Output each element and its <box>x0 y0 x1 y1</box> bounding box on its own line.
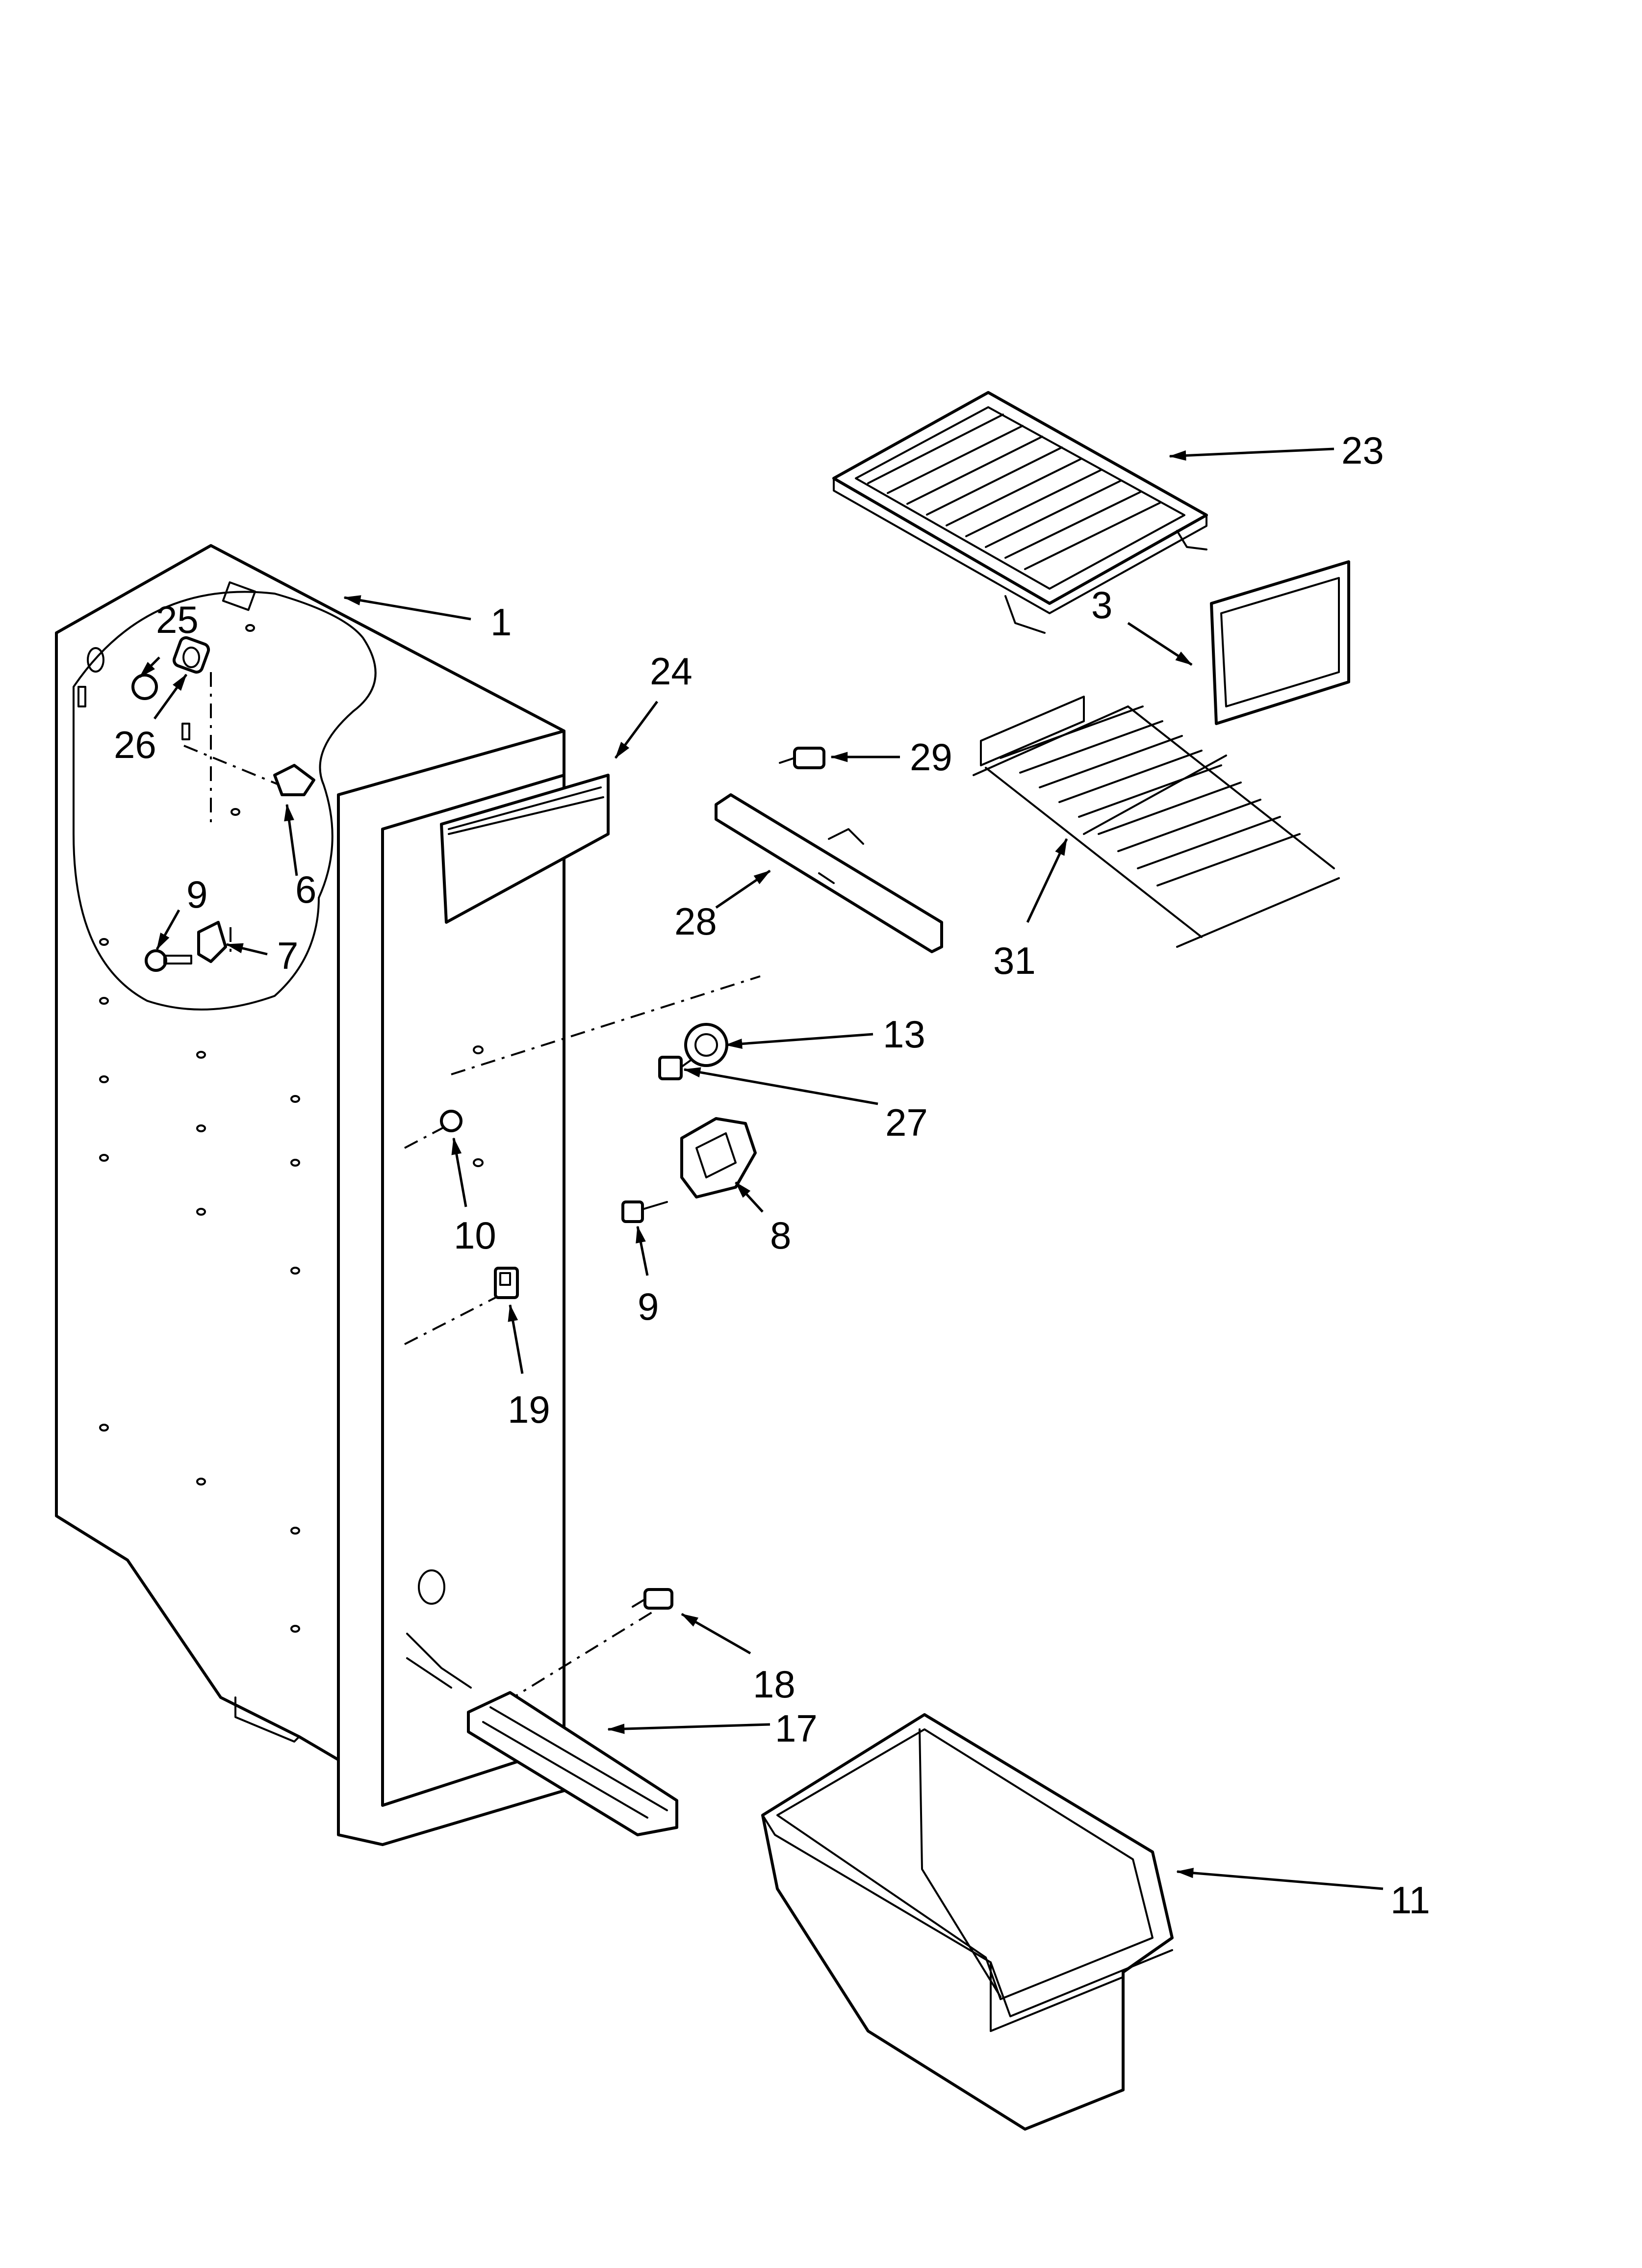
callout-23: 23 <box>1341 429 1384 472</box>
callout-1: 1 <box>490 600 512 644</box>
callout-labels: 1 3 6 7 8 9 9 10 11 13 17 18 19 23 24 25… <box>114 429 1430 1922</box>
callout-31: 31 <box>993 939 1036 982</box>
shelf-wires <box>867 414 1161 570</box>
callout-19: 19 <box>508 1388 550 1431</box>
callout-10: 10 <box>454 1214 496 1257</box>
clip-part-6 <box>273 764 315 796</box>
bracket-part-7 <box>145 921 227 972</box>
callout-26: 26 <box>114 723 156 766</box>
callout-7: 7 <box>277 934 298 977</box>
rail-part-28 <box>715 793 943 953</box>
cabinet-holes <box>99 624 300 1633</box>
shelf-part-23 <box>832 391 1208 634</box>
callout-27: 27 <box>885 1101 928 1144</box>
callout-17: 17 <box>775 1707 818 1750</box>
screw-part-29 <box>779 747 825 769</box>
wire-shelf-part-31 <box>973 696 1340 948</box>
wire-shelf-rods <box>1000 705 1301 886</box>
cabinet-liner-part <box>55 544 761 1846</box>
callout-18: 18 <box>753 1663 795 1706</box>
leader-arrows <box>139 447 1384 1890</box>
callout-24: 24 <box>650 650 693 693</box>
housing-part-8 <box>621 1117 757 1223</box>
shelf-trim-part-3 <box>1210 560 1350 725</box>
callout-25: 25 <box>156 598 199 641</box>
callout-9-lower: 9 <box>638 1285 659 1328</box>
trim-bar-part-17 <box>467 1691 678 1836</box>
screw-part-18 <box>632 1588 673 1610</box>
callout-13: 13 <box>883 1013 925 1056</box>
bin-part-11 <box>761 1713 1174 2131</box>
callout-6: 6 <box>295 868 316 911</box>
screw-part-10 <box>440 1110 462 1132</box>
light-socket-part <box>131 636 210 700</box>
callout-3: 3 <box>1091 583 1112 626</box>
switch-part-19 <box>494 1267 519 1299</box>
panel-part-24 <box>440 774 610 924</box>
callout-28: 28 <box>674 900 717 943</box>
callout-8: 8 <box>770 1214 791 1257</box>
callout-11: 11 <box>1390 1878 1430 1922</box>
callout-9-upper: 9 <box>186 873 207 916</box>
callout-29: 29 <box>910 735 952 779</box>
